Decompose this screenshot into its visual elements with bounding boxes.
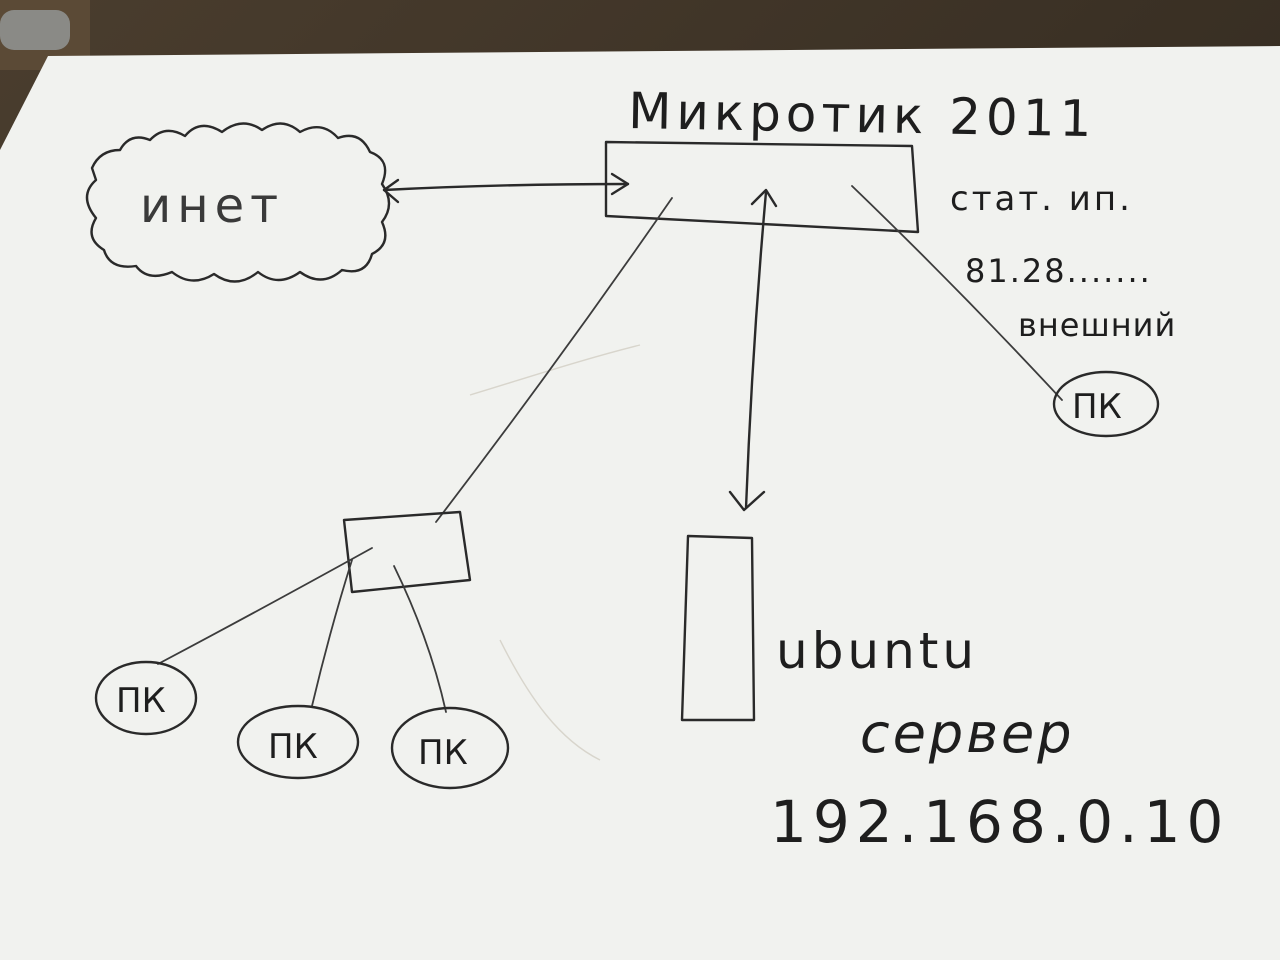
link-line: [382, 182, 630, 192]
paper-impression: [469, 344, 641, 396]
pc-node-direct: ПК: [1052, 370, 1160, 438]
pc-node-1: ПК: [94, 660, 198, 736]
router-box: [604, 140, 920, 234]
link-line: [744, 190, 768, 510]
switch-pc2-link: [311, 559, 353, 707]
pc-label: ПК: [268, 727, 318, 767]
pc-ellipse: [236, 704, 360, 780]
router-server-link: [728, 188, 778, 512]
pc-node-3: ПК: [390, 706, 510, 790]
arrowhead-left: [382, 178, 400, 204]
server-role-label: сервер: [860, 702, 1075, 765]
arrowhead-down: [728, 490, 766, 512]
server-box: [680, 534, 756, 722]
router-title: Микротик 2011: [628, 82, 1097, 148]
arrowhead-up: [750, 188, 778, 208]
static-ip-label: стат. ип.: [950, 179, 1133, 219]
server-node: ubuntu сервер 192.168.0.10: [680, 534, 1229, 856]
server-os-label: ubuntu: [776, 622, 978, 680]
switch-pc3-link: [393, 565, 447, 713]
external-ip-value: 81.28.......: [965, 252, 1152, 290]
cloud-shape: [85, 122, 391, 283]
server-ip: 192.168.0.10: [770, 788, 1229, 856]
router-pc-link: [851, 185, 1063, 401]
pc-ellipse: [94, 660, 198, 736]
switch-pc1-link: [157, 547, 373, 665]
pc-label: ПК: [1072, 387, 1122, 427]
internet-label: инет: [140, 178, 284, 234]
pc-label: ПК: [116, 681, 166, 721]
external-ip-note: внешний: [1018, 306, 1176, 344]
internet-node: инет: [85, 122, 391, 283]
router-switch-link: [435, 197, 673, 523]
pc-ellipse: [1052, 370, 1160, 438]
metal-object: [0, 10, 70, 50]
paper-sheet: [0, 46, 1280, 960]
pc-label: ПК: [418, 733, 468, 773]
pc-node-2: ПК: [236, 704, 360, 780]
paper-impression: [499, 639, 601, 761]
arrowhead-right: [610, 172, 630, 196]
internet-router-link: [382, 172, 630, 204]
pc-ellipse: [390, 706, 510, 790]
router-node: Микротик 2011: [604, 82, 1097, 234]
